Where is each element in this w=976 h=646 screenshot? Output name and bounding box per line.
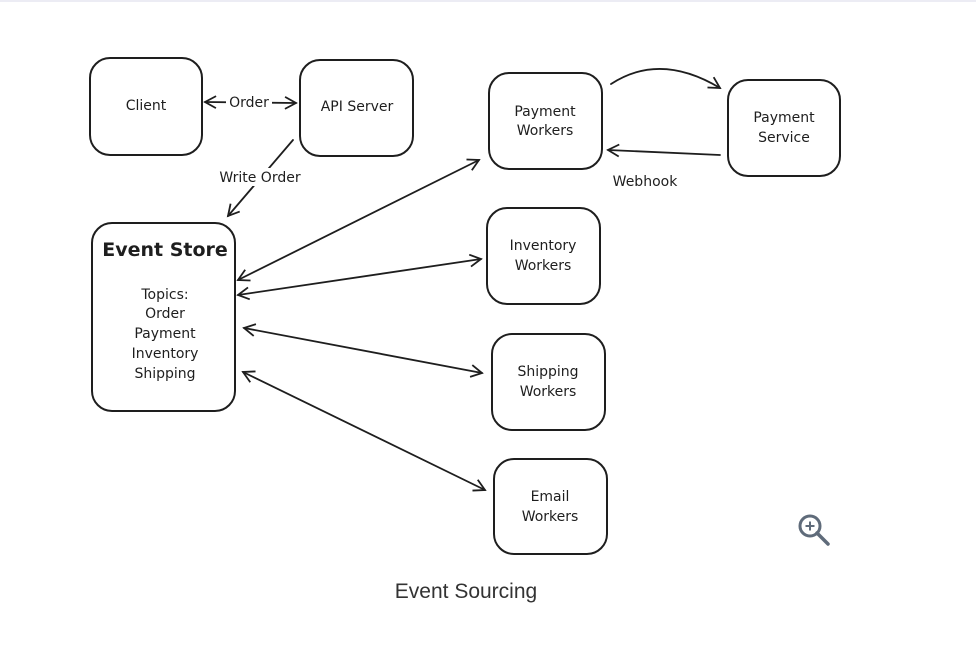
edge-store-email (241, 370, 487, 492)
svg-text:Payment: Payment (134, 326, 196, 342)
svg-text:Payment: Payment (753, 110, 815, 126)
top-border (0, 0, 976, 2)
figure-caption: Event Sourcing (394, 580, 538, 603)
svg-text:Event Store: Event Store (102, 239, 228, 261)
svg-text:Order: Order (145, 306, 185, 322)
svg-text:Workers: Workers (517, 123, 574, 139)
svg-text:Shipping: Shipping (134, 366, 195, 382)
svg-text:Shipping: Shipping (517, 364, 578, 380)
svg-text:Service: Service (758, 130, 810, 146)
node-shipping-workers: Shipping Workers (491, 333, 606, 431)
node-api-server: API Server (299, 59, 414, 157)
svg-text:Inventory: Inventory (132, 346, 199, 362)
node-payment-service: Payment Service (727, 79, 841, 177)
svg-text:API Server: API Server (321, 99, 394, 115)
svg-text:Payment: Payment (514, 104, 576, 120)
node-client: Client (89, 57, 203, 156)
svg-text:Workers: Workers (515, 258, 572, 274)
node-email-workers: Email Workers (493, 458, 608, 555)
svg-text:Inventory: Inventory (510, 238, 577, 254)
node-inventory-workers: Inventory Workers (486, 207, 601, 305)
svg-text:Topics:: Topics: (140, 287, 188, 303)
edge-workers-service (610, 68, 722, 89)
edge-label-order: Order (229, 95, 269, 111)
svg-text:Workers: Workers (520, 384, 577, 400)
edge-label-write-order: Write Order (219, 170, 300, 186)
edge-store-shipping (242, 323, 484, 378)
node-payment-workers: Payment Workers (488, 72, 603, 170)
svg-text:Email: Email (531, 489, 570, 505)
svg-text:Workers: Workers (522, 509, 579, 525)
edge-label-webhook: Webhook (613, 174, 679, 190)
node-event-store: Event Store Topics: Order Payment Invent… (91, 222, 236, 412)
zoom-in-icon[interactable] (796, 512, 834, 550)
edge-service-workers (606, 143, 721, 158)
edge-store-inventory (236, 253, 483, 301)
svg-text:Client: Client (126, 98, 167, 114)
